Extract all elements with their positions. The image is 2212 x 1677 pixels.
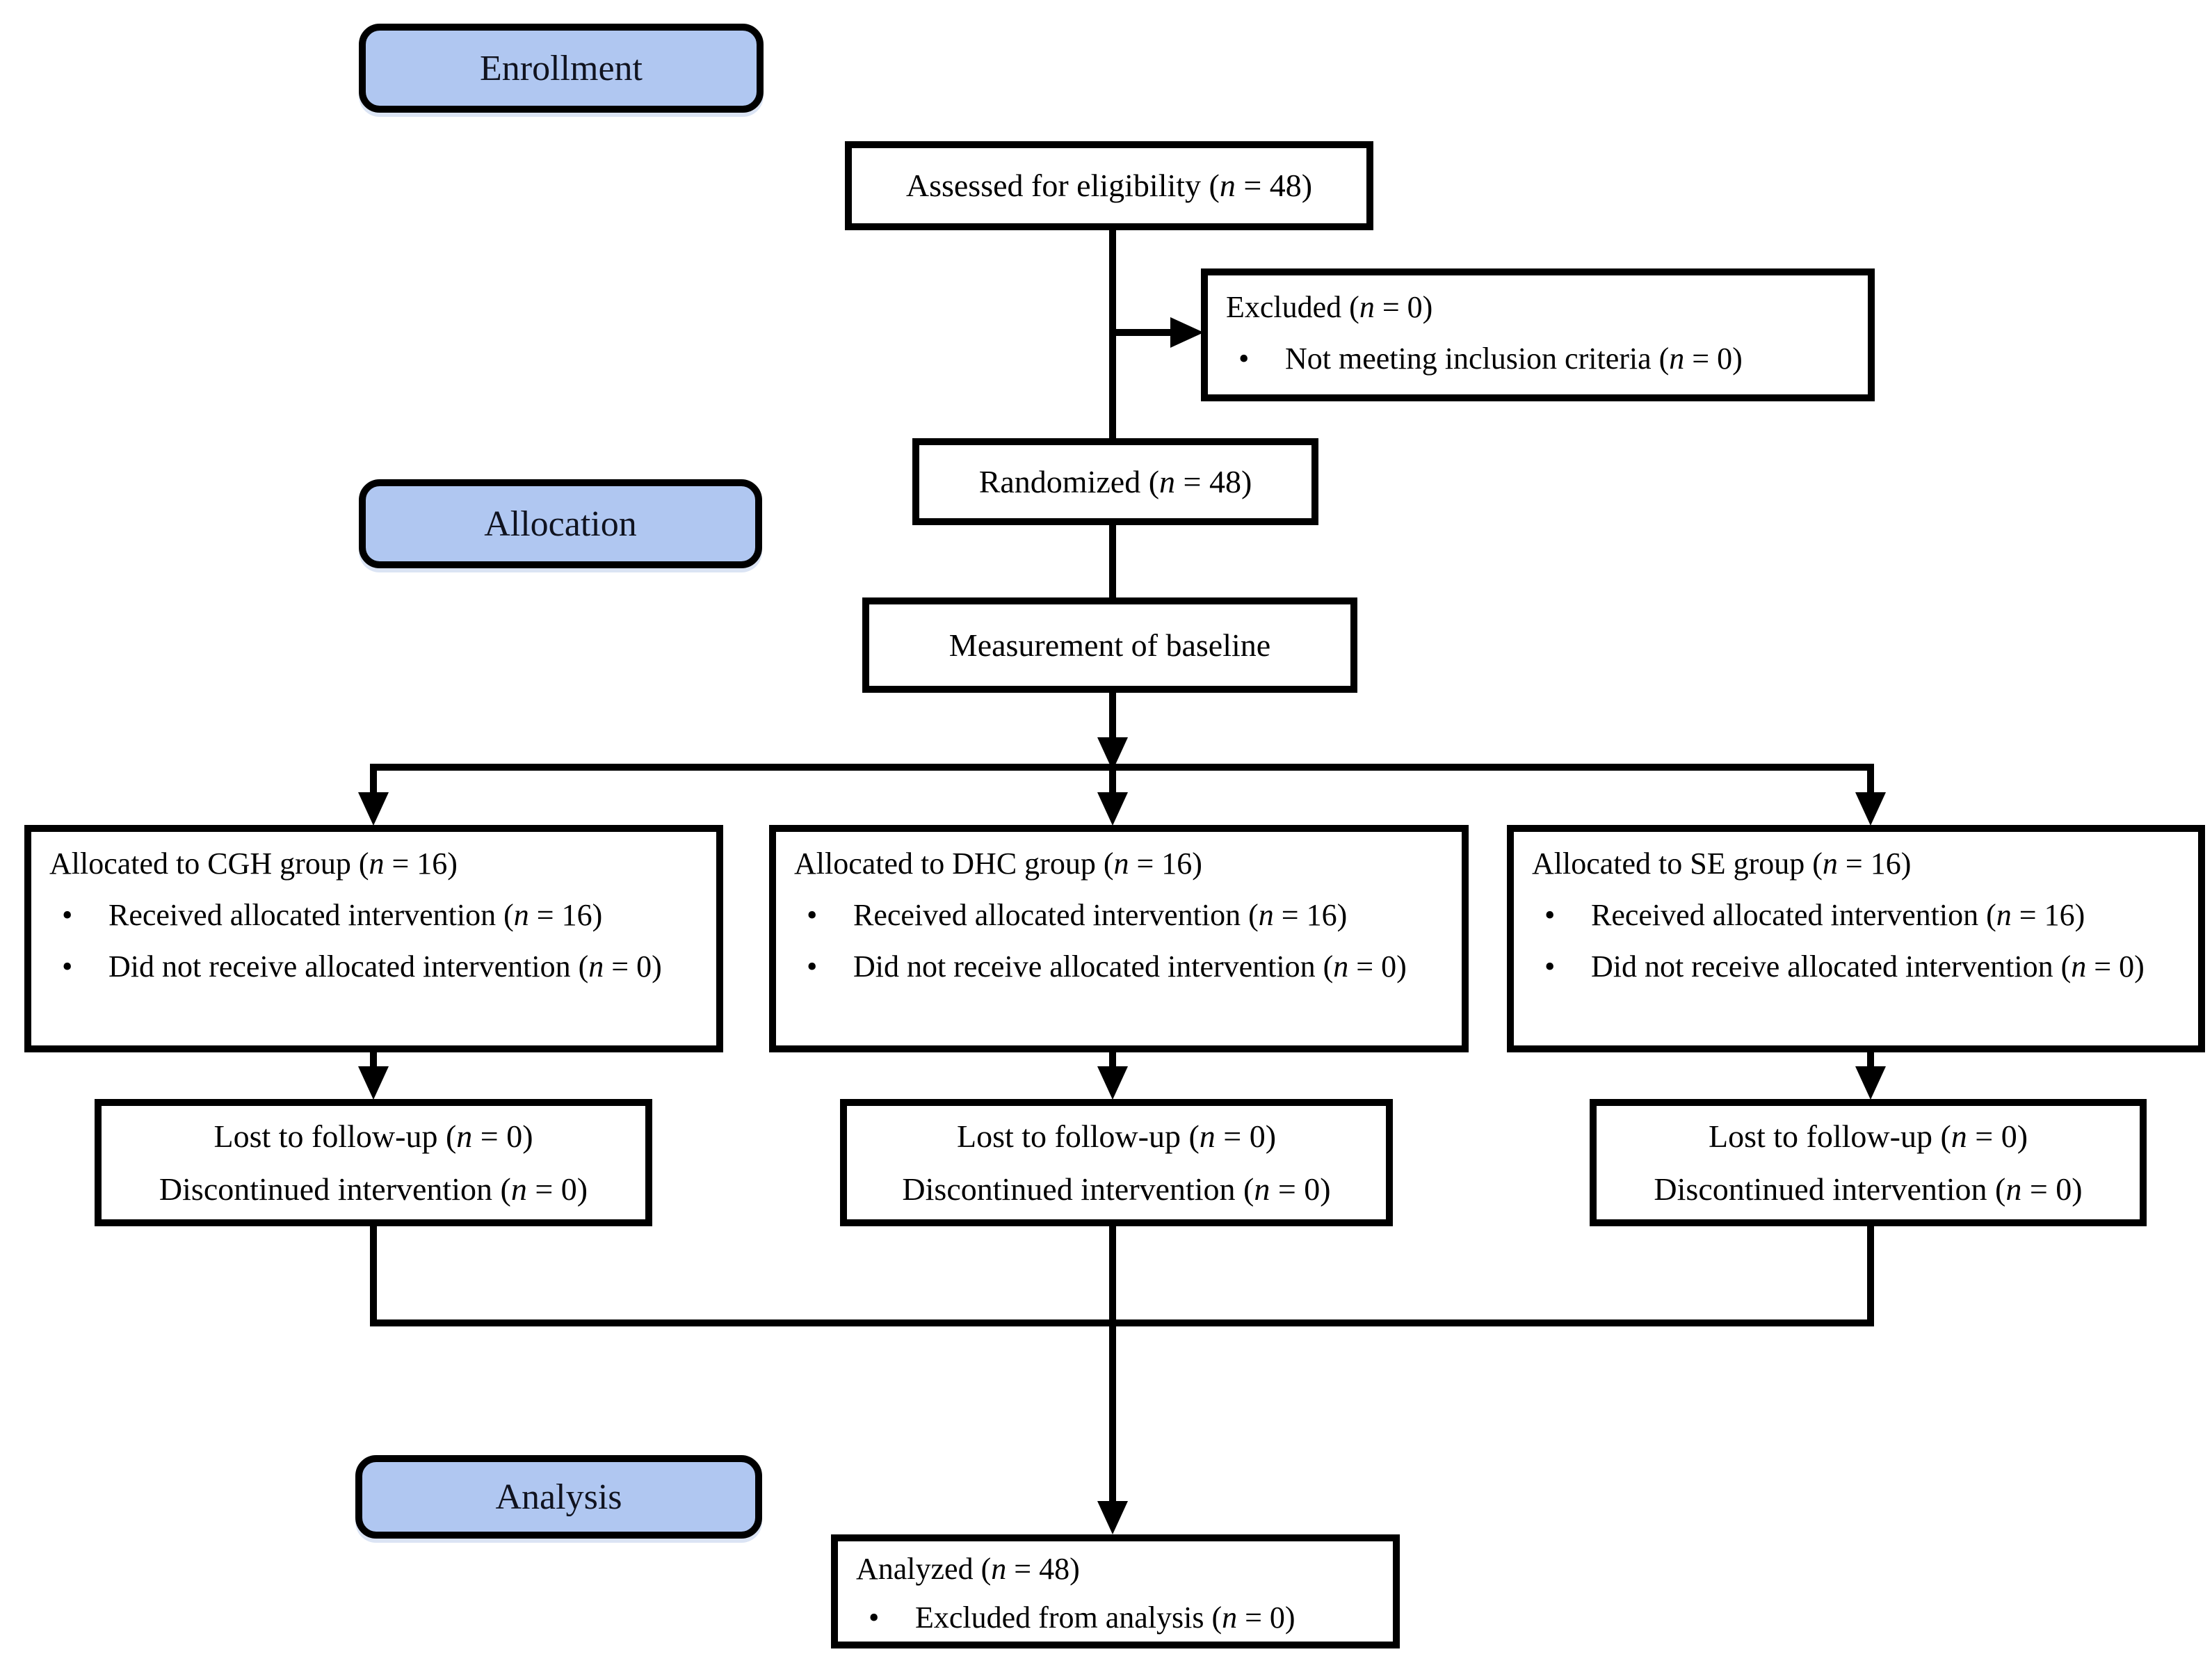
followup-se-line: Lost to follow-up (n = 0) — [1708, 1118, 2028, 1154]
allocated-se-bullet-item: Did not receive allocated intervention (… — [1525, 941, 2187, 993]
branch-line-allocation — [370, 764, 1874, 771]
box-excluded: Excluded (n = 0) Not meeting inclusion c… — [1201, 268, 1875, 401]
box-randomized: Randomized (n = 48) — [912, 438, 1318, 525]
connector-se-to-followup — [1867, 1052, 1874, 1069]
stage-label-enrollment: Enrollment — [359, 24, 764, 113]
allocated-cgh-bullet-item: Did not receive allocated intervention (… — [42, 941, 705, 993]
stage-label-analysis: Analysis — [355, 1455, 762, 1539]
arrowhead-into-excluded — [1170, 317, 1204, 348]
allocated-cgh-title: Allocated to CGH group (n = 16) — [49, 846, 458, 881]
baseline-text: Measurement of baseline — [948, 627, 1271, 663]
box-allocated-se: Allocated to SE group (n = 16) Received … — [1507, 825, 2205, 1052]
connector-merge-to-analyzed — [1109, 1326, 1116, 1504]
box-followup-cgh: Lost to follow-up (n = 0) Discontinued i… — [95, 1099, 652, 1226]
arrowhead-into-dhc — [1097, 792, 1128, 826]
allocated-dhc-bullet-item: Did not receive allocated intervention (… — [787, 941, 1451, 993]
connector-branch-to-dhc — [1109, 771, 1116, 794]
merge-line-analysis — [370, 1319, 1874, 1326]
assessed-text: Assessed for eligibility (n = 48) — [905, 168, 1313, 203]
connector-baseline-to-branch — [1109, 693, 1116, 739]
connector-to-excluded — [1113, 329, 1175, 336]
analyzed-bullet-list: Excluded from analysis (n = 0) — [849, 1594, 1382, 1642]
arrowhead-into-se — [1855, 792, 1886, 826]
arrowhead-into-cgh — [358, 792, 389, 826]
randomized-text: Randomized (n = 48) — [978, 463, 1252, 499]
followup-cgh-line: Lost to follow-up (n = 0) — [213, 1118, 533, 1154]
connector-followup-dhc-to-merge — [1109, 1226, 1116, 1326]
connector-cgh-to-followup — [370, 1052, 377, 1069]
connector-followup-se-to-merge — [1867, 1226, 1874, 1326]
excluded-title: Excluded (n = 0) — [1226, 290, 1433, 324]
box-allocated-cgh: Allocated to CGH group (n = 16) Received… — [24, 825, 723, 1052]
allocated-dhc-bullet-item: Received allocated intervention (n = 16) — [787, 890, 1451, 941]
allocated-cgh-bullet-list: Received allocated intervention (n = 16)… — [42, 890, 705, 993]
followup-se-line: Discontinued intervention (n = 0) — [1654, 1171, 2083, 1207]
arrowhead-into-followup-dhc — [1097, 1066, 1128, 1100]
excluded-bullet-item: Not meeting inclusion criteria (n = 0) — [1219, 333, 1857, 385]
arrowhead-into-followup-se — [1855, 1066, 1886, 1100]
connector-branch-to-cgh — [370, 771, 377, 794]
stage-label-allocation: Allocation — [359, 479, 762, 568]
analyzed-bullet-item: Excluded from analysis (n = 0) — [849, 1594, 1382, 1642]
allocated-se-title: Allocated to SE group (n = 16) — [1532, 846, 1912, 881]
followup-dhc-line: Discontinued intervention (n = 0) — [902, 1171, 1331, 1207]
box-measurement-of-baseline: Measurement of baseline — [862, 597, 1357, 693]
analyzed-title: Analyzed (n = 48) — [856, 1552, 1080, 1586]
arrowhead-into-followup-cgh — [358, 1066, 389, 1100]
box-analyzed: Analyzed (n = 48) Excluded from analysis… — [831, 1534, 1400, 1648]
connector-branch-to-se — [1867, 771, 1874, 794]
followup-cgh-line: Discontinued intervention (n = 0) — [159, 1171, 588, 1207]
excluded-bullet-list: Not meeting inclusion criteria (n = 0) — [1219, 333, 1857, 385]
followup-dhc-line: Lost to follow-up (n = 0) — [956, 1118, 1277, 1154]
connector-dhc-to-followup — [1109, 1052, 1116, 1069]
box-followup-dhc: Lost to follow-up (n = 0) Discontinued i… — [840, 1099, 1393, 1226]
allocated-dhc-bullet-list: Received allocated intervention (n = 16)… — [787, 890, 1451, 993]
arrowhead-into-analyzed — [1097, 1501, 1128, 1534]
allocated-dhc-title: Allocated to DHC group (n = 16) — [794, 846, 1202, 881]
allocated-se-bullet-item: Received allocated intervention (n = 16) — [1525, 890, 2187, 941]
connector-followup-cgh-to-merge — [370, 1226, 377, 1326]
allocated-cgh-bullet-item: Received allocated intervention (n = 16) — [42, 890, 705, 941]
connector-randomized-to-baseline — [1109, 525, 1116, 597]
box-allocated-dhc: Allocated to DHC group (n = 16) Received… — [769, 825, 1469, 1052]
allocated-se-bullet-list: Received allocated intervention (n = 16)… — [1525, 890, 2187, 993]
box-assessed-for-eligibility: Assessed for eligibility (n = 48) — [845, 141, 1373, 230]
box-followup-se: Lost to follow-up (n = 0) Discontinued i… — [1590, 1099, 2147, 1226]
